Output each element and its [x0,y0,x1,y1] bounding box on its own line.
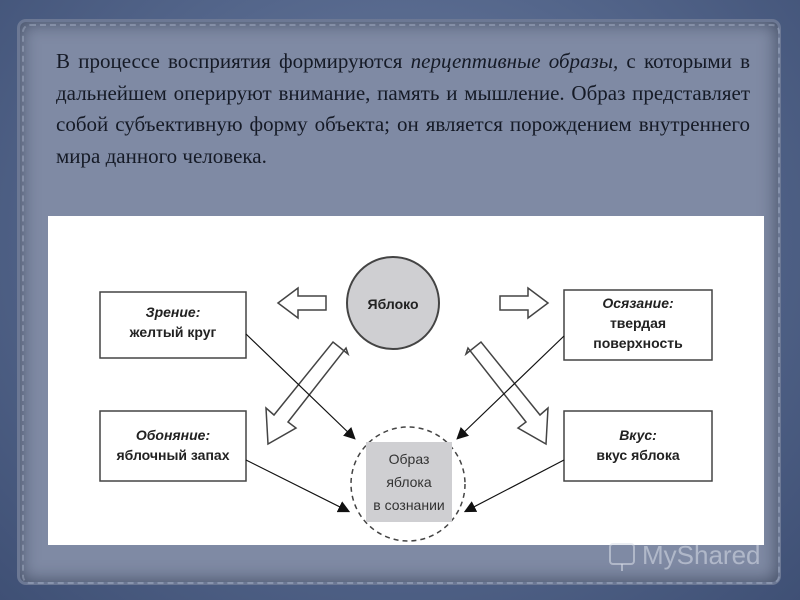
arrow-smell-to-result [245,459,351,513]
vision-box [99,291,247,359]
hollow-arrow-left [276,286,327,320]
paragraph-part-2: с которыми в дальнейшем оперируют вниман… [56,49,750,168]
watermark-text: MyShared [642,540,761,570]
result-line-3: в сознании [373,497,444,513]
arrow-touch-to-result [456,335,565,440]
result-box [366,442,452,522]
arrow-taste-to-result [463,459,565,513]
vision-title: Зрение: [146,304,201,320]
touch-text-1: твердая [610,315,666,331]
apple-label: Яблоко [368,296,419,312]
watermark: MyShared [606,534,786,574]
result-line-1: Образ [389,451,430,467]
paper-border [22,24,780,584]
diagram-canvas: Яблоко Образ яблока в сознании Зрение: ж… [99,256,713,542]
perception-diagram: Яблоко Образ яблока в сознании Зрение: ж… [48,216,764,545]
smell-box [99,410,247,482]
paragraph-part-1: В процессе восприятия формируются [56,49,411,73]
taste-text: вкус яблока [596,447,679,463]
apple-circle [346,256,440,350]
taste-box [563,410,713,482]
presentation-icon [609,543,635,565]
result-line-2: яблока [386,474,432,490]
touch-title: Осязание: [602,295,673,311]
vision-text: желтый круг [129,324,217,340]
touch-box [563,289,713,361]
arrow-vision-to-result [245,333,356,440]
touch-text-2: поверхность [593,335,683,351]
hollow-arrow-right [499,286,550,320]
taste-title: Вкус: [619,427,657,443]
paragraph-italic-term: перцептивные образы, [410,49,619,73]
watermark-svg: MyShared [609,540,761,571]
smell-text: яблочный запах [116,447,229,463]
description-paragraph: В процессе восприятия формируются перцеп… [56,46,750,172]
smell-title: Обоняние: [136,427,210,443]
hollow-arrow-down-right [464,340,549,446]
